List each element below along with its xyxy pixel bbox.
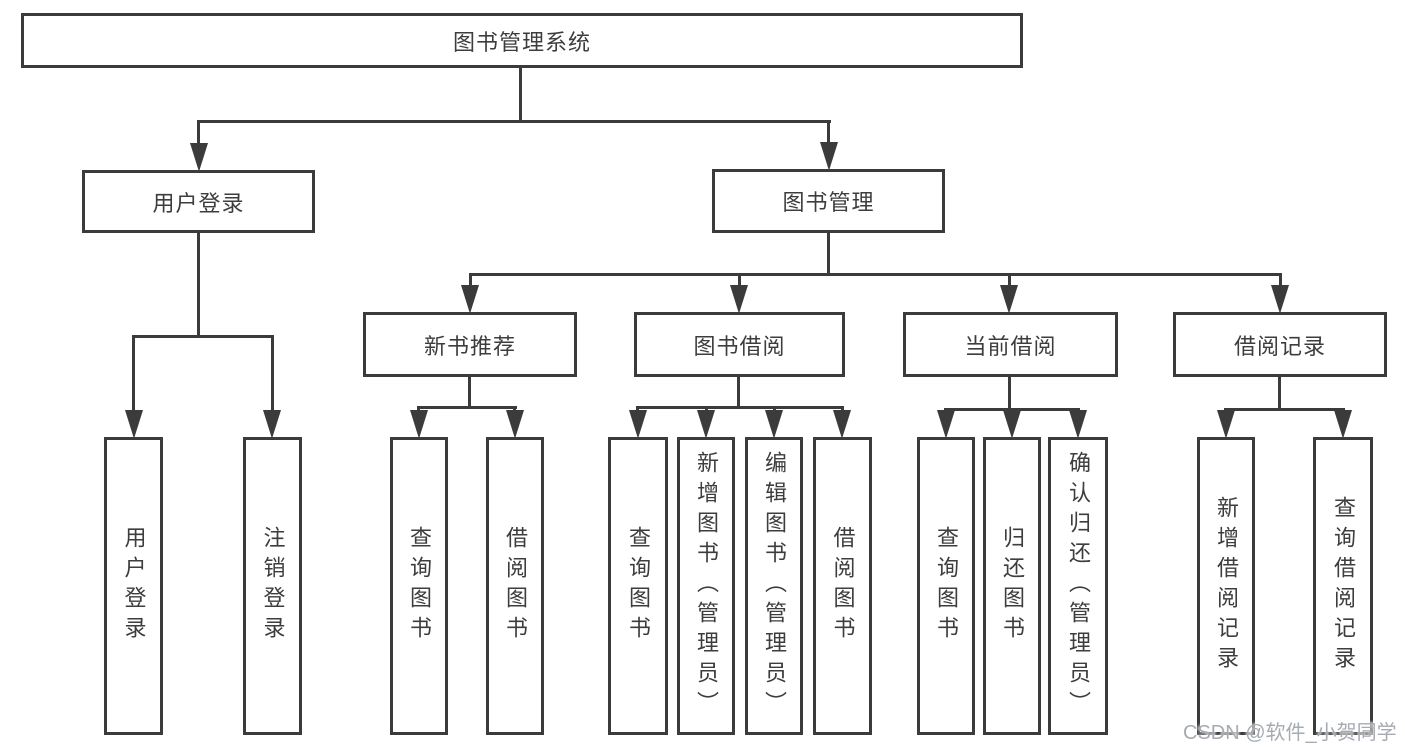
- connector-line: [737, 377, 740, 408]
- connector-line: [469, 273, 472, 289]
- arrow-down-icon: [1271, 285, 1289, 312]
- node-book-borrowing: 图书借阅: [634, 312, 845, 377]
- csdn-watermark: CSDN @软件_小贺同学: [1183, 722, 1397, 744]
- connector-line: [132, 335, 274, 338]
- node-borrow-records: 借阅记录: [1173, 312, 1387, 377]
- leaf-add-borrow-record: 新增借阅记录: [1197, 437, 1255, 735]
- connector-line: [1279, 273, 1282, 289]
- arrow-down-icon: [937, 410, 955, 437]
- arrow-down-icon: [190, 143, 208, 170]
- arrow-down-icon: [410, 410, 428, 437]
- node-new-book-recommend: 新书推荐: [363, 312, 577, 377]
- connector-line: [827, 233, 830, 275]
- connector-line: [132, 335, 135, 415]
- arrow-down-icon: [820, 142, 838, 169]
- arrow-down-icon: [506, 410, 524, 437]
- leaf-borrow-books-borrowing: 借阅图书: [813, 437, 872, 735]
- leaf-return-book: 归还图书: [983, 437, 1041, 735]
- node-book-management: 图书管理: [712, 169, 945, 233]
- arrow-down-icon: [1003, 410, 1021, 437]
- connector-line: [468, 377, 471, 408]
- connector-line: [1278, 377, 1281, 410]
- arrow-down-icon: [1217, 410, 1235, 437]
- leaf-query-books-recommend: 查询图书: [390, 437, 448, 735]
- leaf-confirm-return-admin: 确认归还（管理员）: [1048, 437, 1108, 735]
- leaf-query-borrow-record: 查询借阅记录: [1313, 437, 1373, 735]
- arrow-down-icon: [461, 285, 479, 312]
- arrow-down-icon: [697, 410, 715, 437]
- connector-line: [197, 233, 200, 338]
- arrow-down-icon: [263, 410, 281, 437]
- connector-line: [197, 120, 831, 123]
- arrow-down-icon: [765, 410, 783, 437]
- connector-line: [1008, 273, 1011, 289]
- connector-line: [1224, 408, 1345, 411]
- leaf-borrow-books-recommend: 借阅图书: [486, 437, 544, 735]
- connector-line: [519, 68, 522, 122]
- arrow-down-icon: [833, 410, 851, 437]
- connector-line: [469, 273, 1282, 276]
- node-current-borrowing: 当前借阅: [903, 312, 1118, 377]
- connector-line: [1008, 377, 1011, 410]
- connector-line: [636, 406, 844, 409]
- leaf-query-books-borrowing: 查询图书: [608, 437, 668, 735]
- leaf-logout: 注销登录: [243, 437, 302, 735]
- node-root-library-system: 图书管理系统: [21, 13, 1023, 68]
- connector-line: [944, 408, 1080, 411]
- connector-line: [271, 335, 274, 415]
- node-user-login: 用户登录: [82, 170, 315, 233]
- arrow-down-icon: [125, 410, 143, 437]
- arrow-down-icon: [730, 285, 748, 312]
- connector-line: [738, 273, 741, 289]
- connector-line: [417, 406, 517, 409]
- connector-line: [197, 120, 200, 148]
- connector-line: [827, 120, 830, 148]
- arrow-down-icon: [1334, 410, 1352, 437]
- arrow-down-icon: [629, 410, 647, 437]
- leaf-user-login: 用户登录: [104, 437, 163, 735]
- arrow-down-icon: [1069, 410, 1087, 437]
- arrow-down-icon: [1000, 285, 1018, 312]
- leaf-query-books-current: 查询图书: [917, 437, 975, 735]
- leaf-add-book-admin: 新增图书（管理员）: [677, 437, 735, 735]
- leaf-edit-book-admin: 编辑图书（管理员）: [745, 437, 803, 735]
